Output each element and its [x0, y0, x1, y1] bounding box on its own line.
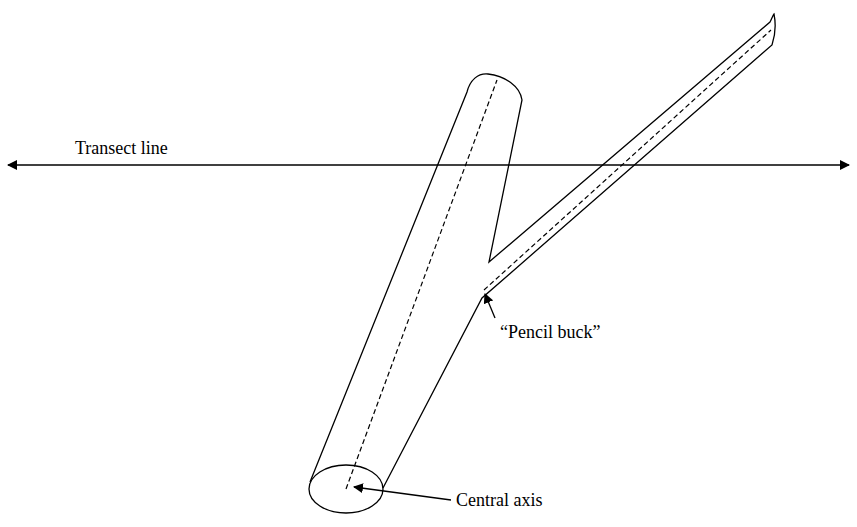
- branch-axis-dash: [484, 30, 771, 290]
- transect-line: [8, 164, 849, 166]
- callout-label: Transect line: [75, 138, 168, 159]
- callout-label: Central axis: [456, 490, 542, 511]
- leader-line: [485, 294, 495, 318]
- callout-label: “Pencil buck”: [500, 322, 600, 343]
- log-outline: [310, 14, 775, 488]
- leader-line: [354, 487, 451, 500]
- central-axis-dash: [346, 80, 497, 489]
